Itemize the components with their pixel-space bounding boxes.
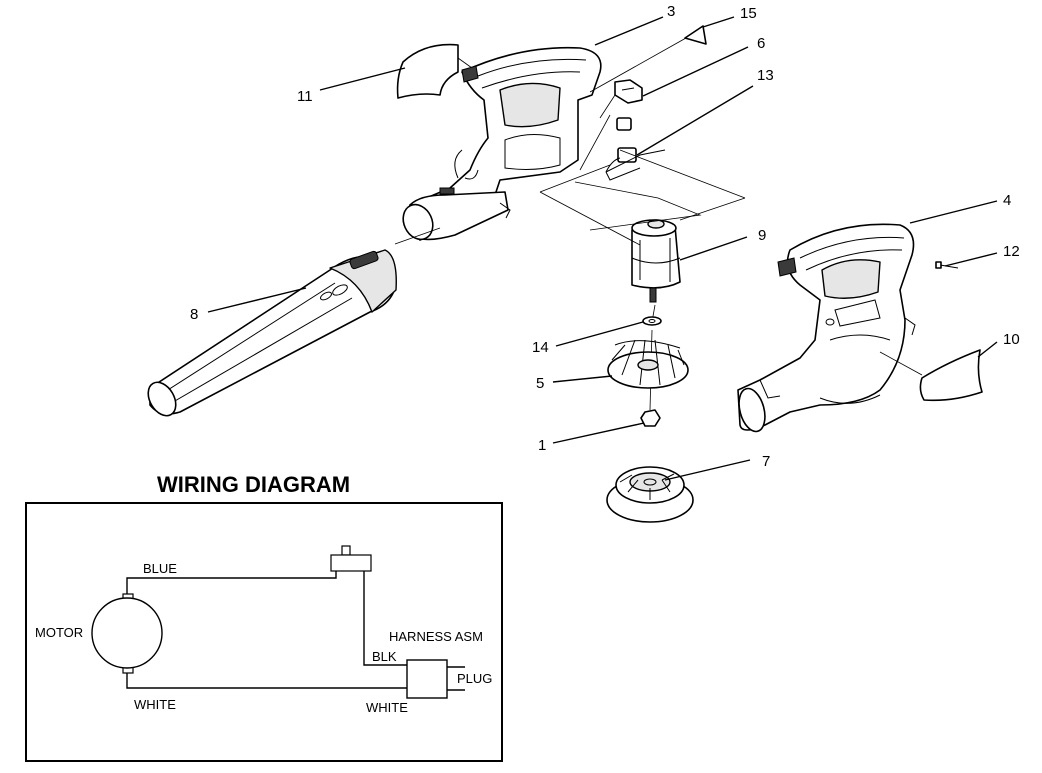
- fan-impeller-part-5: [607, 339, 689, 389]
- harness-part-13: [605, 147, 666, 181]
- label-blk: BLK: [372, 649, 397, 664]
- wiring-diagram-title: WIRING DIAGRAM: [157, 472, 350, 497]
- housing-half-part-3: [402, 46, 602, 241]
- assembled-housing-part-4: [737, 223, 916, 433]
- harness-block: [406, 659, 448, 699]
- wiring-diagram-frame: [25, 502, 503, 762]
- callout-4: 4: [1003, 192, 1011, 209]
- callout-14: 14: [532, 339, 549, 356]
- motor-part-9: [631, 219, 681, 303]
- callout-5: 5: [536, 375, 544, 392]
- wedge-part-15: [589, 25, 707, 93]
- seal-strip-part-10: [879, 349, 983, 402]
- callout-12: 12: [1003, 243, 1020, 260]
- blk-wire: [363, 571, 407, 666]
- leader-lines: [207, 16, 998, 481]
- label-blue: BLUE: [143, 561, 177, 576]
- callout-11: 11: [297, 88, 313, 105]
- callout-6: 6: [757, 35, 765, 52]
- label-white-left: WHITE: [134, 697, 176, 712]
- assembly-guide-lines: [394, 114, 746, 411]
- washer-part-14: [642, 316, 662, 326]
- callout-1: 1: [538, 437, 546, 454]
- fan-cover-part-7: [606, 466, 694, 523]
- blue-wire: [126, 571, 337, 594]
- callout-15: 15: [740, 5, 757, 22]
- motor-symbol: [91, 593, 163, 674]
- callout-13: 13: [757, 67, 774, 84]
- blower-tube-part-8: [147, 249, 397, 417]
- callout-7: 7: [762, 453, 770, 470]
- label-white-right: WHITE: [366, 700, 408, 715]
- label-harness-asm: HARNESS ASM: [389, 629, 483, 644]
- nut-part-1: [640, 409, 661, 427]
- white-wire: [126, 673, 407, 689]
- screw-part-12: [935, 261, 959, 269]
- callout-9: 9: [758, 227, 766, 244]
- wiring-diagram: WIRING DIAGRAM BLUE MOTOR HARNESS ASM BL…: [25, 472, 503, 762]
- callout-3: 3: [667, 3, 675, 20]
- label-motor: MOTOR: [35, 625, 83, 640]
- callout-10: 10: [1003, 331, 1020, 348]
- callout-8: 8: [190, 306, 198, 323]
- switch-part-6: [599, 79, 643, 131]
- label-plug: PLUG: [457, 671, 492, 686]
- switch-symbol: [330, 545, 372, 572]
